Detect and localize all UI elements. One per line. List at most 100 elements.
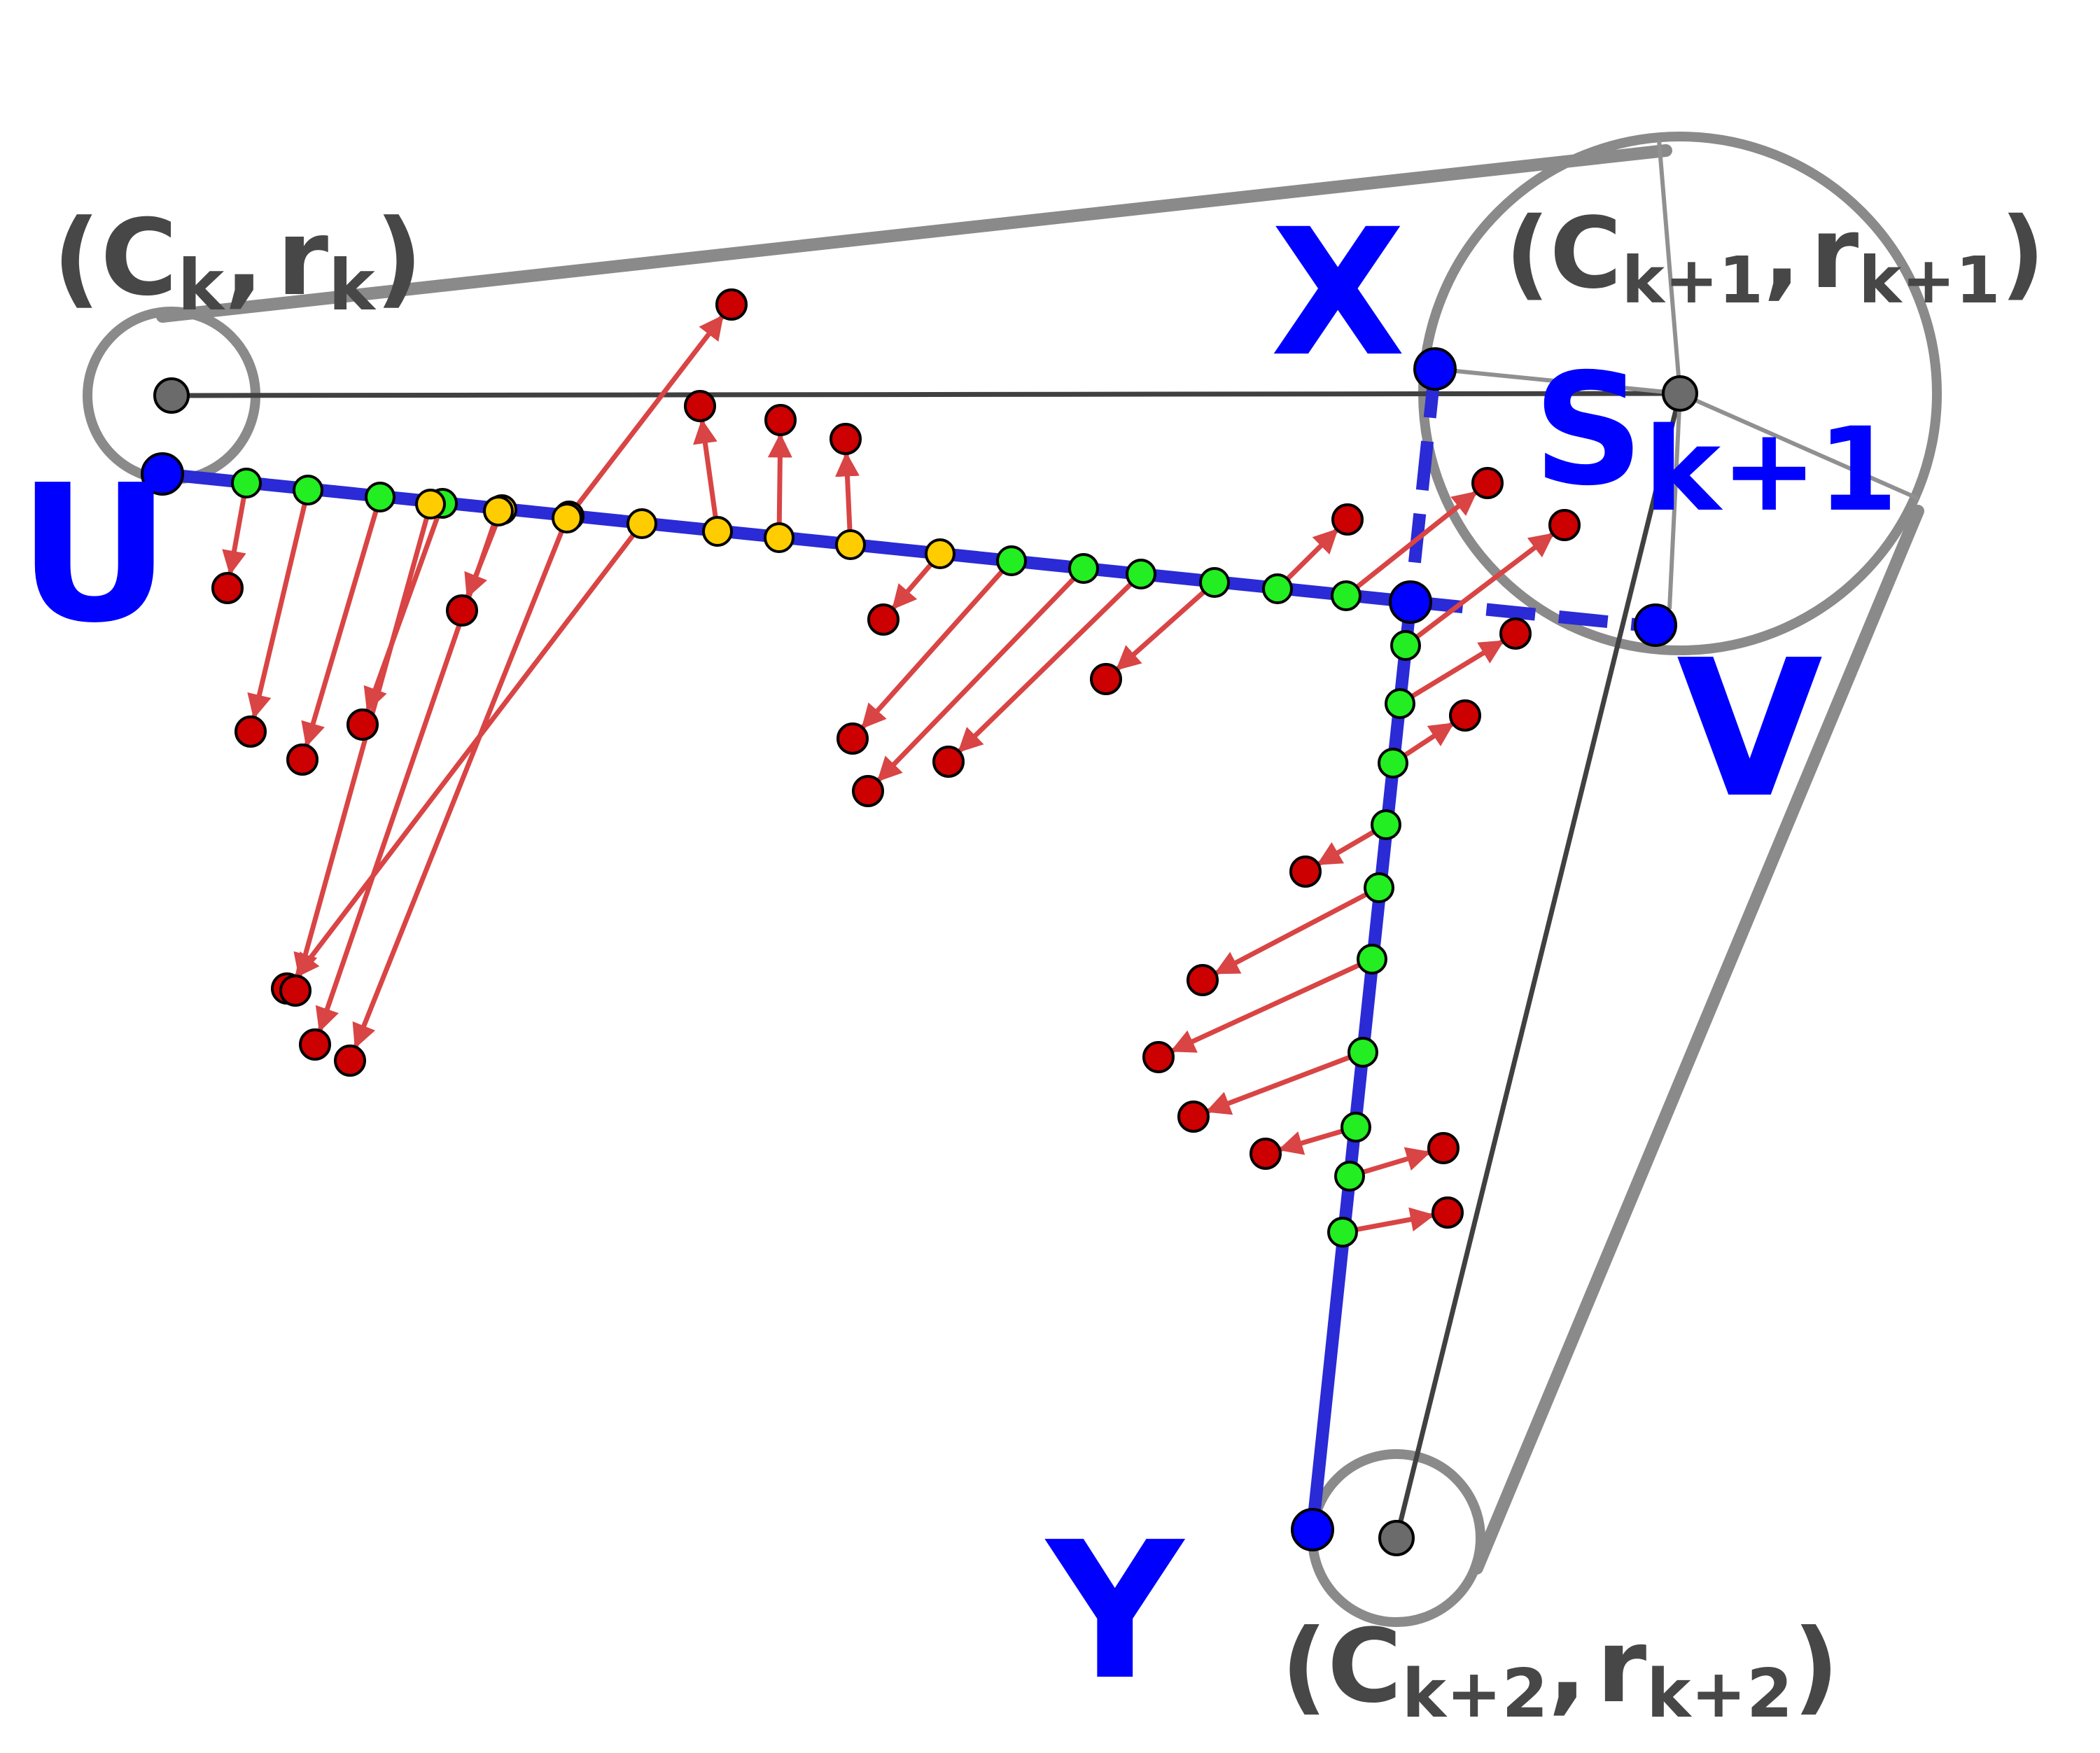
vertex-v: [1634, 603, 1677, 647]
target-point-30: [334, 1045, 366, 1077]
sample-point-3: [365, 482, 396, 512]
sample-point-1: [231, 468, 262, 498]
arrow-4: [363, 512, 441, 713]
label-x: X: [1270, 191, 1406, 395]
segments-group: [162, 368, 1656, 1530]
arrow-22: [1214, 891, 1371, 975]
vertices-group: [141, 347, 1677, 1551]
arrow-28: [293, 514, 430, 979]
arrow-15: [1115, 588, 1208, 671]
label-s-main: S: [1533, 340, 1644, 519]
sample-point-11: [925, 538, 955, 569]
label-ck1-open: (: [1505, 197, 1550, 311]
target-point-4: [346, 708, 379, 741]
radius-top: [1657, 139, 1682, 394]
target-point-8: [684, 390, 716, 422]
arrow-3: [301, 507, 379, 748]
arrow-1: [222, 494, 247, 575]
arrow-16: [1283, 528, 1338, 583]
target-point-16: [1331, 503, 1364, 536]
target-point-23: [1142, 1041, 1175, 1073]
target-point-14: [932, 746, 965, 778]
arrow-17: [1353, 490, 1478, 591]
arrow-13: [876, 575, 1078, 782]
sample-point-18: [1390, 630, 1421, 661]
disk-hull-group: [83, 132, 1942, 1627]
label-u: U: [18, 444, 171, 664]
target-point-1: [211, 572, 244, 604]
construction-lines: [171, 139, 1919, 1539]
target-point-3: [286, 743, 318, 776]
arrow-6: [573, 314, 724, 509]
radius-lower: [1667, 393, 1682, 610]
label-ck1-r-sub: k+1: [1858, 243, 2000, 318]
target-point-12: [836, 722, 869, 755]
arrow-12: [861, 567, 1006, 729]
sample-point-23: [1357, 944, 1387, 975]
label-ck-c: C: [101, 197, 178, 319]
label-ck1-c: C: [1550, 197, 1622, 311]
sample-point-9: [764, 522, 794, 553]
sample-points-group: [231, 468, 1421, 1248]
target-point-11: [867, 603, 899, 636]
label-ck2-comma: ,: [1548, 1607, 1587, 1726]
radius-right: [1679, 391, 1919, 501]
target-points-group: [211, 288, 1581, 1229]
label-ck2-c-sub: k+2: [1402, 1656, 1548, 1733]
label-ck2-r: r: [1597, 1607, 1647, 1726]
target-point-2: [234, 715, 267, 748]
sample-point-7: [626, 508, 657, 539]
arrow-10: [834, 452, 860, 534]
target-point-26: [1427, 1132, 1460, 1164]
arrow-9: [767, 433, 792, 527]
vertex-intersection: [1389, 580, 1432, 624]
arrows-group: [222, 314, 1555, 1233]
label-v: V: [1676, 619, 1824, 839]
segment-xy-dashed: [1404, 368, 1441, 603]
label-ck-c-sub: k: [178, 244, 226, 326]
target-point-10: [830, 423, 862, 455]
sample-point-22: [1364, 872, 1394, 903]
label-s-sub: k+1: [1644, 403, 1898, 537]
radius-to-x: [1434, 367, 1681, 396]
label-ck-comma: ,: [224, 197, 264, 319]
sample-point-24: [1348, 1037, 1378, 1068]
label-ck1-r: r: [1810, 197, 1858, 311]
target-point-20: [1449, 699, 1481, 732]
sample-point-16: [1262, 573, 1293, 604]
label-ck-close: ): [375, 197, 424, 319]
label-s-k1: Sk+1: [1533, 340, 1898, 537]
sample-point-15: [1199, 567, 1230, 598]
hull-tangent-right: [1471, 505, 1924, 1574]
arrow-20: [1401, 722, 1455, 760]
sample-point-12: [996, 545, 1027, 576]
arrow-19: [1408, 639, 1505, 700]
sample-point-20: [1378, 748, 1408, 778]
sample-point-8: [702, 516, 733, 547]
sample-point-10: [835, 529, 866, 560]
label-ck1-c-sub: k+1: [1622, 243, 1763, 318]
sample-point-2: [293, 475, 323, 505]
target-point-25: [1250, 1138, 1282, 1170]
arrow-30: [352, 527, 566, 1049]
sample-point-13: [1068, 553, 1099, 584]
label-ck-r-sub: k: [328, 244, 377, 326]
label-ck1-comma: ,: [1763, 197, 1800, 311]
target-point-17: [1471, 467, 1504, 499]
target-point-5: [446, 594, 478, 627]
center-line-ck-ck1: [171, 391, 1681, 398]
target-point-28: [279, 975, 312, 1007]
target-point-22: [1186, 964, 1219, 996]
sample-point-26: [1334, 1161, 1365, 1192]
vertex-u: [141, 452, 184, 496]
hull-tangent-top: [156, 144, 1672, 323]
sample-point-29: [483, 496, 514, 526]
arrow-21: [1316, 828, 1378, 866]
arrow-8: [693, 419, 719, 521]
disk-centers-group: [153, 375, 1698, 1556]
sample-point-30: [552, 503, 582, 533]
label-ck2-c: C: [1327, 1607, 1401, 1726]
arrow-23: [1170, 961, 1363, 1054]
arrow-7: [294, 531, 638, 979]
sample-point-14: [1126, 559, 1156, 589]
